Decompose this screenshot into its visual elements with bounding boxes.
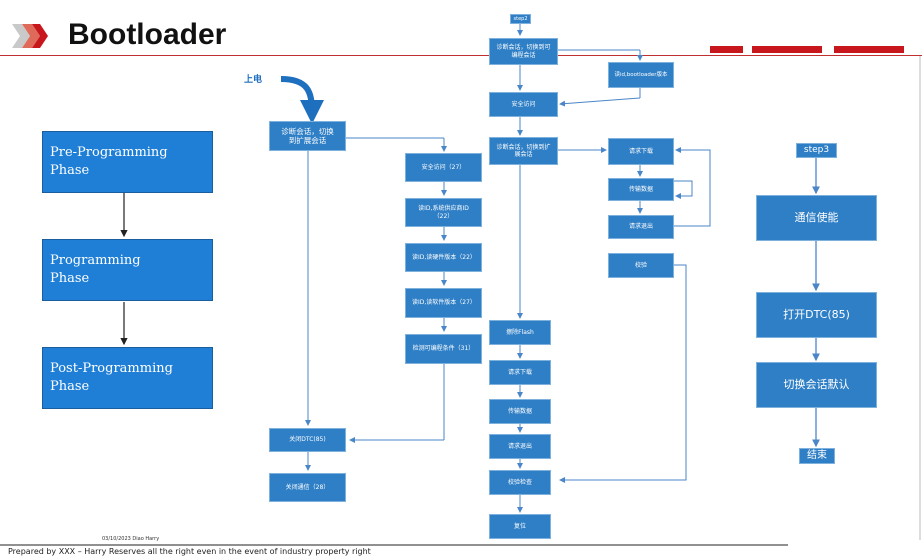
request-exit-box: 请求退出	[489, 434, 551, 459]
diag-extended-session-box: 诊断会话，切换到扩展会话	[269, 121, 346, 151]
reset-box: 复位	[489, 514, 551, 539]
title-chevron-icon	[10, 22, 50, 50]
close-comm-box: 关闭通信（28）	[269, 473, 346, 502]
step3-label: step3	[796, 143, 837, 158]
check-program-conditions-box: 检测可编程条件（31）	[405, 334, 482, 364]
request-exit-2-box: 请求退出	[608, 215, 674, 239]
extended-session-2-box: 诊断会话，切换到扩展会话	[489, 137, 558, 165]
page-title: Bootloader	[68, 18, 227, 51]
open-dtc-box: 打开DTC(85)	[756, 292, 877, 338]
read-supplier-id-box: 读ID,系统供应商ID（22）	[405, 198, 482, 227]
request-download-2-box: 请求下载	[608, 138, 674, 165]
step2-label: step2	[510, 14, 531, 24]
phase-programming: Programming Phase	[42, 239, 213, 301]
footer-date: 03/10/2023 Diao Harry	[102, 536, 160, 542]
programming-session-box: 诊断会话，切换到可编程会话	[489, 38, 558, 65]
power-on-label: 上电	[244, 75, 263, 85]
header-divider	[0, 55, 922, 56]
phase-pre-programming: Pre-Programming Phase	[42, 131, 213, 193]
header-accent-bar-2	[752, 46, 822, 53]
close-dtc-box: 关闭DTC(85)	[269, 428, 346, 452]
comm-enable-box: 通信使能	[756, 195, 877, 241]
erase-flash-box: 擦除Flash	[489, 320, 551, 345]
end-box: 结束	[799, 448, 835, 464]
footer-copyright: Prepared by XXX – Harry Reserves all the…	[8, 547, 371, 556]
security-access-box: 安全访问（27）	[405, 153, 482, 182]
security-access-2-box: 安全访问	[489, 92, 558, 117]
read-bootloader-version-box: 读id,bootloader版本	[608, 62, 674, 88]
verify-check-box: 校验检查	[489, 470, 551, 495]
read-hw-version-box: 读ID,读硬件版本（22）	[405, 243, 482, 272]
header-accent-bar-1	[710, 46, 743, 53]
request-download-box: 请求下载	[489, 360, 551, 385]
transfer-data-2-box: 传输数据	[608, 178, 674, 201]
verify-box: 校验	[608, 253, 674, 278]
phase-post-programming: Post-Programming Phase	[42, 347, 213, 409]
switch-default-session-box: 切换会话默认	[756, 362, 877, 408]
transfer-data-box: 传输数据	[489, 399, 551, 424]
header-accent-bar-3	[834, 46, 904, 53]
read-sw-version-box: 读ID,读软件版本（27）	[405, 288, 482, 318]
